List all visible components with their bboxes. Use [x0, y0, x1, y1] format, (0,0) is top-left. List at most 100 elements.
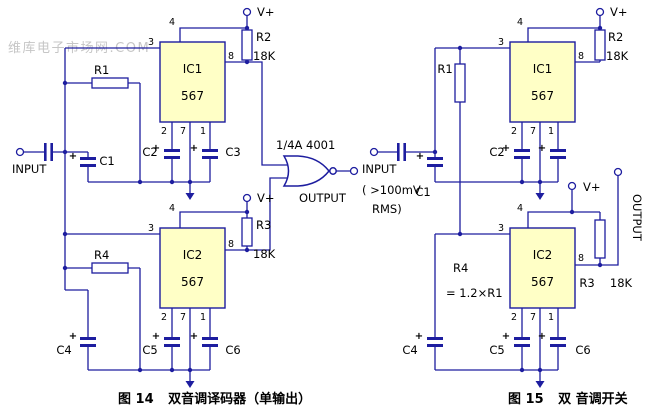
vplus-label: V+: [257, 5, 275, 19]
plus-mark: +: [190, 143, 198, 154]
c4-label: C4: [402, 343, 417, 357]
gate-label: 1/4A 4001: [276, 138, 335, 152]
r2-value: 18K: [606, 49, 629, 63]
ic1-chip: [509, 41, 576, 123]
pin-label: 3: [148, 37, 154, 48]
pin-label: 7: [180, 126, 186, 137]
vplus-label: V+: [257, 191, 275, 205]
ic1-name: IC1: [533, 62, 553, 76]
ic1-part: 567: [181, 89, 204, 103]
capacitor-c1: [427, 157, 443, 167]
pin-label: 2: [161, 312, 167, 323]
figure15-caption-number: 图 15: [508, 392, 544, 407]
pin-label: 8: [578, 253, 584, 264]
ic2-chip: [159, 227, 226, 309]
capacitor-c4: [80, 337, 96, 347]
r2-label: R2: [608, 30, 623, 44]
input-coupling-capacitor: [44, 143, 53, 161]
figure14-caption-text: 双音调译码器（单输出）: [168, 391, 311, 407]
wires: [378, 15, 619, 381]
r2-label: R2: [256, 30, 271, 44]
pin-label: 2: [161, 126, 167, 137]
ic2-part: 567: [181, 275, 204, 289]
pin-label: 2: [511, 126, 517, 137]
c1-label: C1: [415, 185, 430, 199]
plus-mark: +: [69, 151, 77, 162]
plus-mark: +: [152, 143, 160, 154]
plus-mark: +: [502, 143, 510, 154]
vplus-label: V+: [583, 180, 601, 194]
pin-label: 3: [498, 37, 504, 48]
c6-label: C6: [225, 343, 240, 357]
pin-label: 3: [498, 223, 504, 234]
resistor-r3: [241, 217, 253, 247]
junction-dots: [62, 25, 250, 373]
figure14: IC1 567 IC2 567: [12, 5, 359, 407]
pin-label: 8: [228, 51, 234, 62]
pin-label: 4: [169, 17, 175, 28]
capacitor-c6: [550, 337, 566, 347]
r4-label: R4: [94, 248, 109, 262]
ground-arrow-icon: [535, 193, 545, 200]
pin-label: 2: [511, 312, 517, 323]
c1-label: C1: [99, 154, 114, 168]
capacitor-c2: [164, 149, 180, 159]
c3-label: C3: [225, 145, 240, 159]
pin-label: 7: [530, 312, 536, 323]
pin-label: 1: [200, 126, 206, 137]
ic1-part: 567: [531, 89, 554, 103]
ground-arrow-icon: [185, 193, 195, 200]
figure14-caption-number: 图 14: [118, 392, 154, 407]
input-coupling-capacitor: [397, 143, 406, 161]
output-label: OUTPUT: [299, 191, 347, 205]
plus-mark: +: [538, 143, 546, 154]
plus-mark: +: [502, 331, 510, 342]
plus-mark: +: [416, 151, 424, 162]
output-terminal: [349, 166, 359, 176]
c4-label: C4: [56, 343, 71, 357]
pin-label: 3: [148, 223, 154, 234]
pin-label: 4: [169, 203, 175, 214]
input-label: INPUT: [12, 162, 47, 176]
resistor-r4: [91, 262, 129, 274]
ic2-name: IC2: [183, 248, 203, 262]
r2-value: 18K: [253, 49, 276, 63]
vplus-label: V+: [610, 5, 628, 19]
figure15-caption-text: 双 音调开关: [558, 391, 628, 407]
capacitor-c2: [514, 149, 530, 159]
ground-arrow-icon: [185, 381, 195, 388]
input-terminal: [369, 147, 379, 157]
plus-mark: +: [152, 331, 160, 342]
pin-label: 1: [200, 312, 206, 323]
plus-mark: +: [69, 331, 77, 342]
resistor-r2: [241, 29, 253, 61]
c6-label: C6: [575, 343, 590, 357]
pin-label: 4: [517, 203, 523, 214]
r4-label: R4: [453, 261, 468, 275]
input-note-line1: ( >100mV: [362, 183, 421, 197]
ic1-chip: [159, 41, 226, 123]
r3-value: 18K: [253, 247, 276, 261]
plus-mark: +: [190, 331, 198, 342]
nor-gate-bubble: [329, 167, 337, 175]
input-terminal: [15, 147, 25, 157]
vplus-terminal: [595, 7, 605, 17]
pin-label: 7: [530, 126, 536, 137]
plus-mark: +: [415, 331, 423, 342]
ic2-chip: [509, 227, 576, 309]
c2-label: C2: [142, 145, 157, 159]
r4-note: = 1.2×R1: [446, 286, 503, 300]
junction-dots: [432, 25, 603, 373]
pin-label: 1: [548, 126, 554, 137]
ic1-name: IC1: [183, 62, 203, 76]
figure14-caption: 图 14 双音调译码器（单输出）: [118, 391, 311, 407]
ground-arrow-icon: [535, 381, 545, 388]
output-terminal: [613, 167, 623, 177]
output-label: OUTPUT: [630, 194, 644, 242]
capacitor-c1: [80, 157, 96, 167]
c2-label: C2: [489, 145, 504, 159]
nor-gate: [282, 155, 330, 187]
ic2-name: IC2: [533, 248, 553, 262]
